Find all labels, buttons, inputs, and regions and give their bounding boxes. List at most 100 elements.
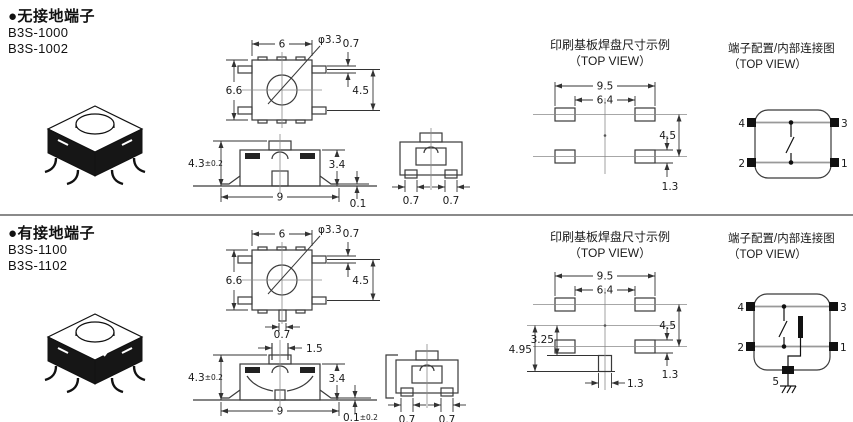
side-view-drawing: 0.7 0.7 [392, 128, 470, 207]
dim-foot-left: 0.7 [403, 195, 420, 207]
dim-hole-diameter: φ3.3 [318, 34, 342, 46]
pin-label-3: 3 [840, 302, 847, 314]
ground-wire [787, 338, 802, 366]
pcb-pattern-title: 印刷基板焊盘尺寸示例 （TOP VIEW） [510, 38, 710, 69]
ground-plate-symbol [798, 316, 803, 338]
dim-body-width: 6 [279, 39, 286, 51]
front-view-drawing-ground: 1.5 4.3±0.2 3.4 9 0.1±0.2 [188, 340, 378, 422]
dim-pin-pitch: 4.5 [352, 85, 369, 97]
hole-leader-line [267, 235, 321, 295]
dim-row-pitch: 4.5 [659, 130, 676, 142]
dim-pad-span: 9.5 [597, 271, 614, 283]
terminal-pins [746, 302, 838, 374]
section-heading-no-ground: ●无接地端子 [8, 8, 96, 25]
pin-label-4: 4 [737, 302, 744, 314]
dimension-lines [226, 40, 380, 121]
terminal-title-line1: 端子配置/内部连接图 [728, 43, 835, 55]
dimension-lines [226, 230, 380, 331]
pin-label-3: 3 [841, 118, 848, 130]
dim-body-width: 6 [279, 229, 286, 241]
dim-lead-span: 9 [277, 406, 284, 418]
dim-foot-left: 0.7 [399, 414, 416, 422]
pin-label-2: 2 [738, 158, 745, 170]
dim-gnd-pad-width: 1.3 [627, 378, 644, 390]
section-divider [0, 214, 853, 216]
top-view-drawing-ground: 6 6.6 φ3.3 0.7 4.5 0.7 [226, 224, 380, 339]
section-heading-with-ground: ●有接地端子 [8, 225, 96, 242]
dim-gnd-upper: 3.25 [531, 334, 554, 346]
dim-pin-width: 0.7 [343, 38, 360, 50]
dim-hole-diameter: φ3.3 [318, 224, 342, 236]
switch-3d-body [44, 105, 146, 186]
dim-gnd-lower: 4.95 [509, 344, 532, 356]
model-number: B3S-1002 [8, 41, 69, 56]
switch-outline [754, 109, 832, 179]
side-view-drawing-ground: 0.7 0.7 [385, 344, 466, 422]
dim-pin-width: 0.7 [343, 228, 360, 240]
pcb-title-line1: 印刷基板焊盘尺寸示例 [549, 230, 670, 244]
terminal-config-title-ground: 端子配置/内部连接图 （TOP VIEW） [728, 232, 835, 263]
dim-body-height: 6.6 [226, 275, 243, 287]
dimension-lines [213, 345, 371, 416]
earth-ground-icon [780, 374, 797, 394]
pin-label-1: 1 [841, 158, 848, 170]
model-number: B3S-1102 [8, 258, 68, 273]
internal-wiring [755, 305, 829, 348]
terminal-diagram: 4 3 2 1 [738, 109, 848, 179]
pcb-pattern-title-ground: 印刷基板焊盘尺寸示例 （TOP VIEW） [510, 230, 710, 261]
pcb-pad-drawing-ground: 9.5 6.4 4.5 1.3 3.25 4.95 1.3 [509, 271, 687, 390]
dim-pad-height: 1.3 [662, 369, 679, 381]
dim-gnd-pin-width: 0.7 [274, 329, 291, 339]
pin-label-5: 5 [772, 376, 779, 388]
dim-body-height: 6.6 [226, 85, 243, 97]
dim-pad-span: 9.5 [597, 81, 614, 93]
model-number: B3S-1000 [8, 25, 69, 40]
dim-total-height: 4.3±0.2 [188, 158, 223, 170]
terminal-config-title: 端子配置/内部连接图 （TOP VIEW） [728, 42, 835, 73]
hole-leader-line [267, 45, 321, 105]
top-view-drawing: 6 6.6 φ3.3 0.7 4.5 [226, 34, 380, 128]
dimension-lines [388, 398, 466, 412]
pin-label-4: 4 [738, 118, 745, 130]
centerlines [533, 98, 687, 174]
dim-foot-right: 0.7 [443, 195, 460, 207]
dim-standoff: 0.1±0.2 [343, 412, 378, 422]
centerlines [242, 242, 322, 324]
dimension-lines [213, 140, 369, 202]
dim-pin-pitch: 4.5 [352, 275, 369, 287]
dim-foot-right: 0.7 [439, 414, 456, 422]
switch-contact-symbol [785, 120, 795, 165]
dim-lead-span: 9 [277, 192, 284, 204]
side-view-body [385, 350, 459, 399]
pin-label-2: 2 [737, 342, 744, 354]
switch-contact-symbol [778, 304, 788, 349]
pcb-pad-drawing: 9.5 6.4 4.5 1.3 [533, 81, 687, 193]
terminal-title-line2: （TOP VIEW） [728, 58, 807, 71]
dimension-lines [392, 180, 470, 192]
dimension-lines [527, 272, 682, 388]
terminal-title-line2: （TOP VIEW） [728, 248, 807, 261]
switch-3d-body [44, 313, 146, 394]
centerlines [242, 52, 322, 128]
dim-standoff: 0.1 [350, 198, 367, 208]
terminal-title-line1: 端子配置/内部连接图 [728, 233, 835, 245]
dim-body-height: 3.4 [329, 373, 346, 385]
isometric-switch-drawing-ground [44, 313, 146, 394]
dim-pad-inner: 6.4 [597, 285, 614, 297]
switch-outline [753, 293, 831, 371]
dim-pad-inner: 6.4 [597, 95, 614, 107]
dim-body-height: 3.4 [329, 159, 346, 171]
pcb-title-line2: （TOP VIEW） [568, 245, 652, 260]
terminal-pins [747, 118, 839, 167]
dimension-lines [554, 82, 682, 177]
front-view-drawing: 4.3±0.2 3.4 9 0.1 [188, 134, 377, 208]
dim-total-height: 4.3±0.2 [188, 372, 223, 384]
model-number: B3S-1100 [8, 242, 68, 257]
pin-label-1: 1 [840, 342, 847, 354]
terminal-diagram-ground: 4 3 2 1 5 [737, 293, 847, 394]
dim-pad-height: 1.3 [662, 181, 679, 193]
internal-wiring [756, 121, 830, 164]
dim-row-pitch: 4.5 [659, 320, 676, 332]
dim-gnd-tab-width: 1.5 [306, 343, 323, 355]
